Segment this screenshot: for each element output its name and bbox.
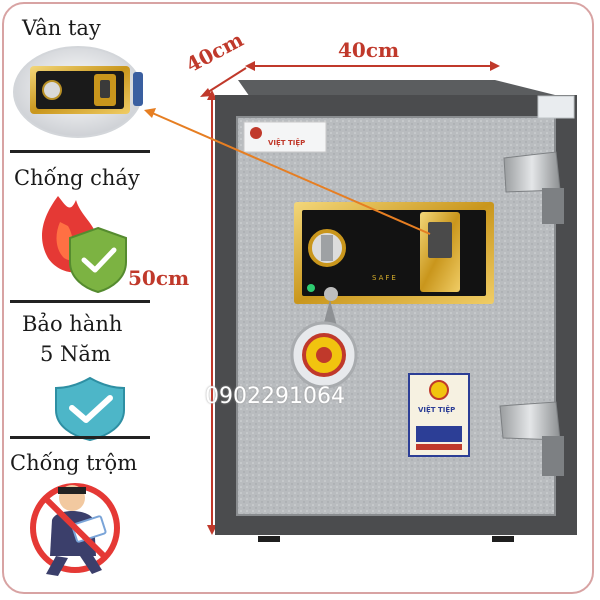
anti-theft-icon bbox=[30, 483, 120, 576]
feature-divider bbox=[10, 300, 150, 303]
fire-shield-icon bbox=[42, 196, 127, 294]
feature-warranty-label: Bảo hành bbox=[22, 312, 123, 336]
feature-divider bbox=[10, 436, 150, 439]
feature-warranty-years: 5 Năm bbox=[40, 342, 111, 366]
certificate-sticker bbox=[408, 373, 470, 457]
feature-divider bbox=[10, 150, 150, 153]
pointer-arrow bbox=[144, 108, 431, 235]
lock-panel bbox=[294, 202, 494, 304]
fingerprint-closeup bbox=[13, 46, 143, 138]
door-hinges bbox=[499, 151, 564, 476]
phone-watermark: 0902291064 bbox=[205, 384, 345, 409]
sticker-title: VIỆT TIỆP bbox=[418, 406, 456, 414]
warranty-shield-icon bbox=[55, 376, 125, 442]
feature-antitheft-label: Chống trộm bbox=[10, 451, 138, 475]
feature-fireproof-label: Chống cháy bbox=[14, 166, 140, 190]
height-dimension-label: 50cm bbox=[128, 266, 190, 290]
lock-label: SAFE bbox=[372, 274, 398, 282]
width-dimension-label: 40cm bbox=[338, 38, 400, 62]
key-tag bbox=[290, 300, 358, 389]
brand-plate bbox=[243, 121, 327, 153]
dimension-lines bbox=[200, 61, 500, 535]
feature-fingerprint-label: Vân tay bbox=[22, 16, 101, 40]
brand-plate-text: VIỆT TIỆP bbox=[268, 139, 306, 147]
